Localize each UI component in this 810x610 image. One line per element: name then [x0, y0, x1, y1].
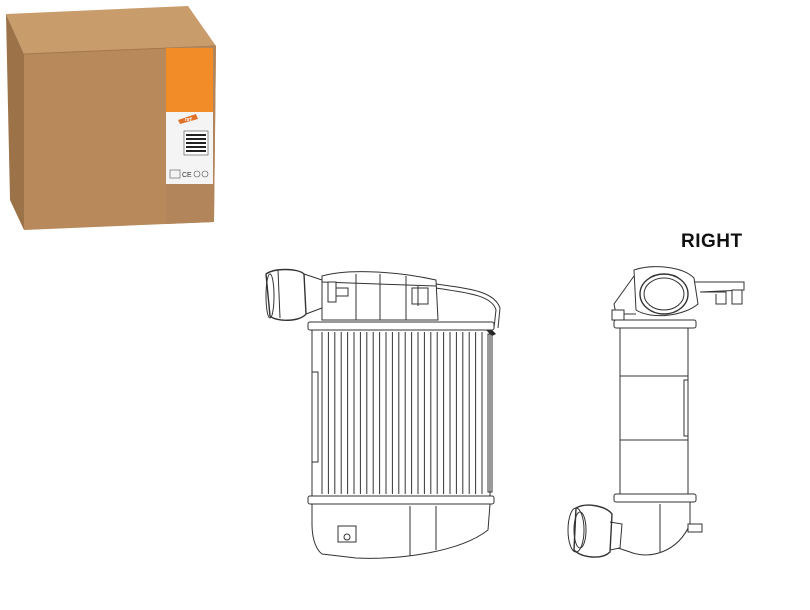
bottom-inlet: [567, 501, 703, 558]
side-body: [619, 327, 689, 495]
svg-text:CE: CE: [182, 172, 192, 179]
intercooler-front-view: [260, 262, 510, 562]
product-box-image: nrf CE: [0, 0, 230, 240]
bottom-tank: [311, 503, 491, 559]
side-top-rail: [613, 319, 697, 329]
inlet-pipe: [265, 268, 323, 321]
barcode-icon: [186, 134, 206, 152]
bottom-rail: [307, 495, 495, 505]
top-tank: [321, 271, 501, 336]
top-rail: [307, 321, 495, 331]
view-side-label: RIGHT: [681, 231, 743, 252]
side-bottom-rail: [613, 493, 697, 503]
intercooler-side-view: [560, 262, 760, 562]
outlet-pipe: [611, 266, 745, 321]
product-label: nrf CE: [166, 48, 213, 184]
box-left-face: [6, 14, 24, 230]
radiator-core: [311, 329, 493, 497]
svg-text:nrf: nrf: [185, 117, 192, 123]
box-top-face: [6, 6, 216, 54]
